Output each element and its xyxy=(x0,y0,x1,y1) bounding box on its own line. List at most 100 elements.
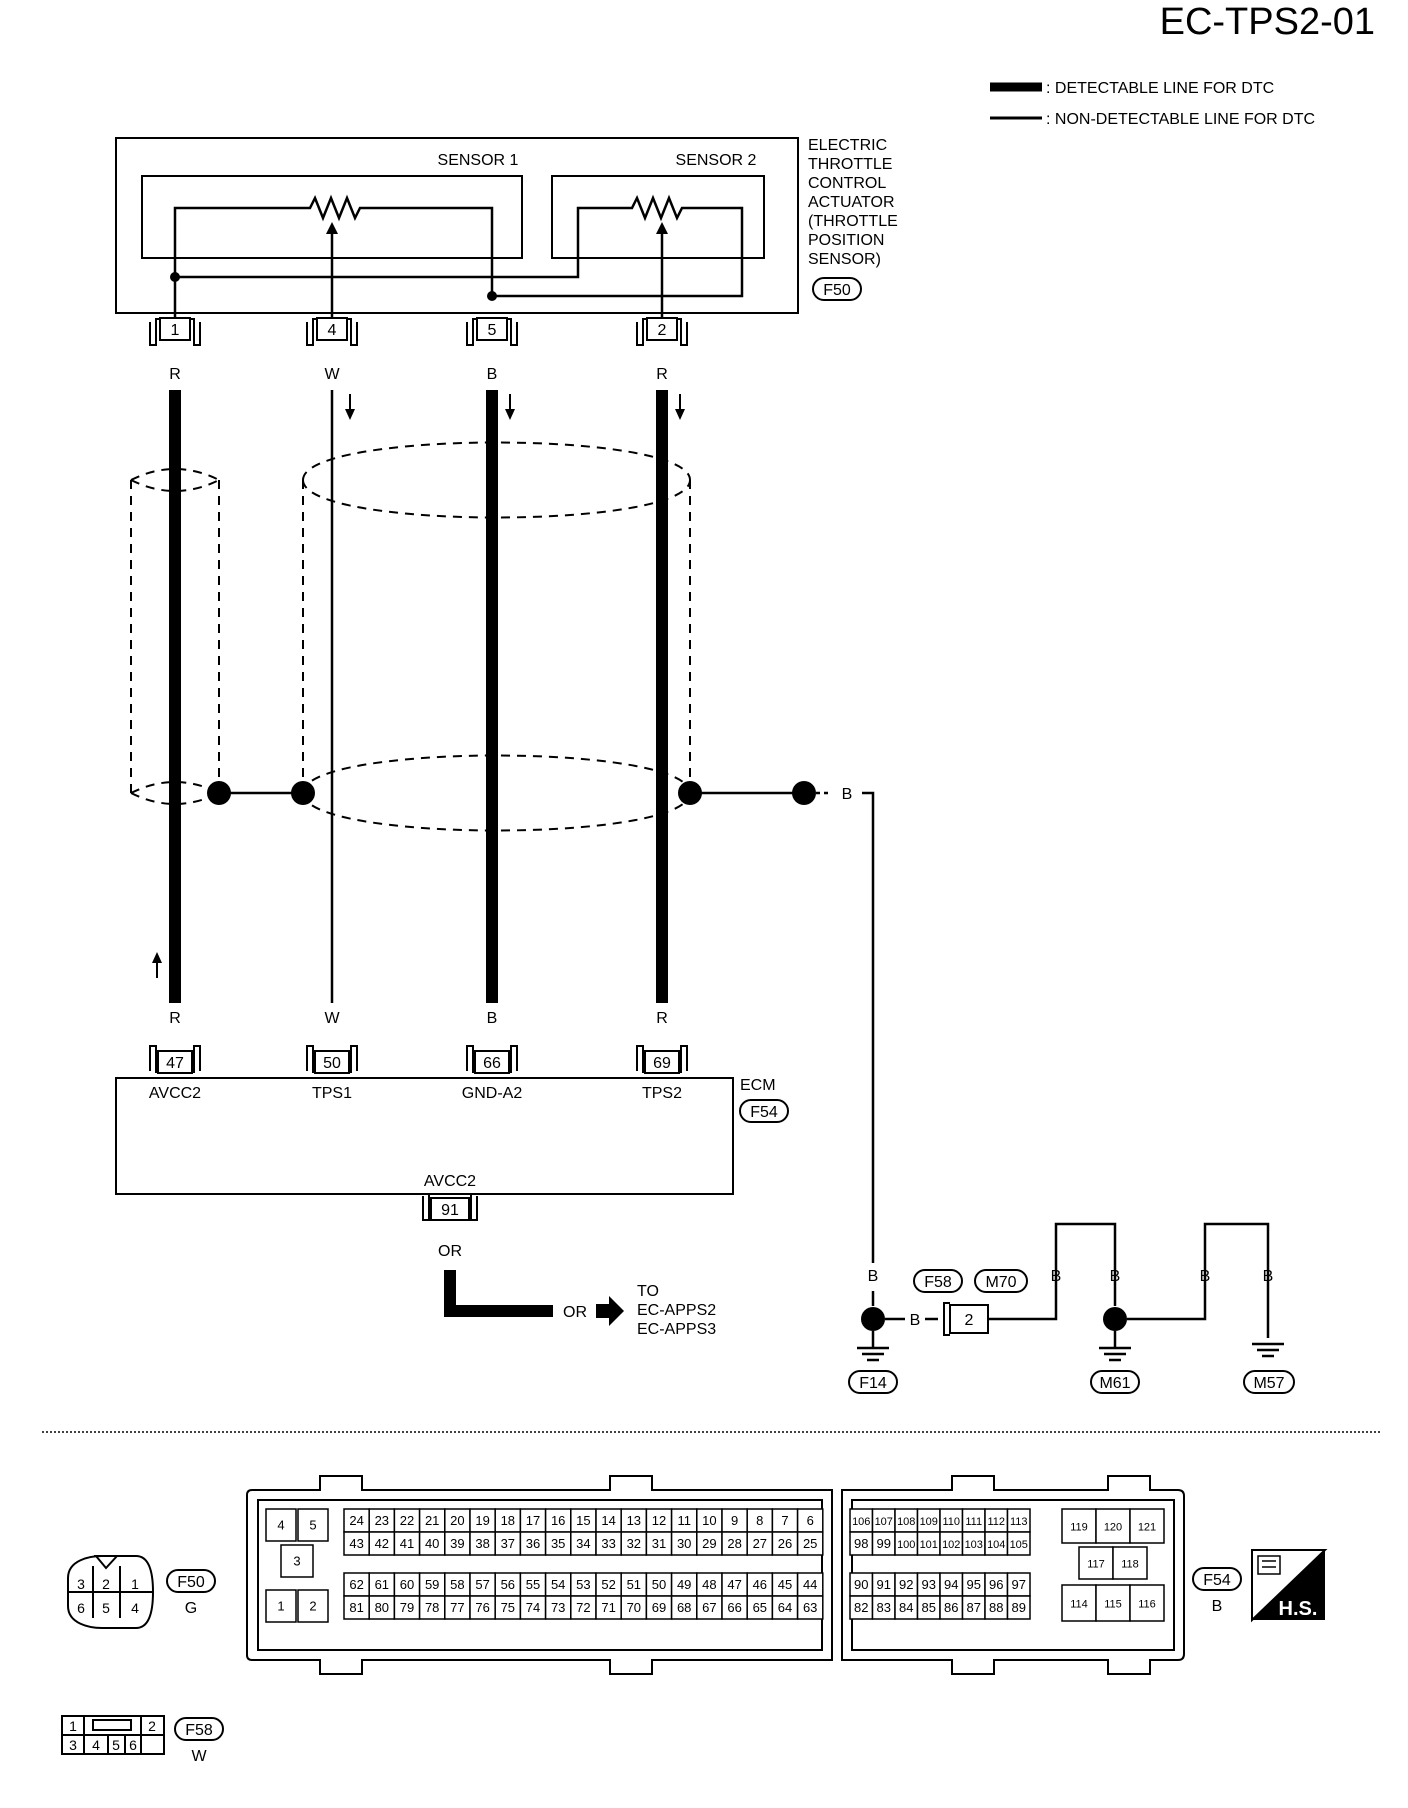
f50-badge-outline xyxy=(812,277,862,301)
splice-point xyxy=(291,781,315,805)
actuator-pin: 5 xyxy=(466,317,518,346)
wire-color-label: W xyxy=(324,1010,340,1027)
actuator-pin: 4 xyxy=(306,317,358,346)
key-icon xyxy=(93,1555,120,1570)
f54-cavity-number: 74 xyxy=(526,1600,540,1615)
throttle-actuator: SENSOR 1 SENSOR 2 ELECTRIC THROTTLE CONT… xyxy=(115,137,898,319)
actuator-name-line: ELECTRIC xyxy=(808,137,887,154)
f54-cavity-number: 57 xyxy=(475,1577,489,1592)
f54-cavity-number: 95 xyxy=(967,1577,981,1592)
actuator-pin: 2 xyxy=(636,317,688,346)
f54-cavity-number: 67 xyxy=(702,1600,716,1615)
ecm-pin-91: 91 OR OR TO EC-APPS2 EC-APPS3 xyxy=(422,1193,716,1338)
f50-face-badge: F50 xyxy=(177,1574,205,1591)
f54-cavity-number: 21 xyxy=(425,1513,439,1528)
ecm-pin-91-number: 91 xyxy=(441,1202,459,1219)
f54-cavity-number: 17 xyxy=(526,1513,540,1528)
m61-badge-outline xyxy=(1090,1370,1140,1394)
m57-wire-color-a: B xyxy=(1200,1268,1211,1285)
wire-color-label: R xyxy=(656,366,668,383)
f54-cavity-number: 5 xyxy=(309,1518,316,1533)
f54-cavity-number: 71 xyxy=(601,1600,615,1615)
f54-cavity-number: 103 xyxy=(965,1539,983,1551)
ecm-pin-number: 69 xyxy=(653,1055,671,1072)
wire-color-label: B xyxy=(487,366,498,383)
f50-face-color: G xyxy=(185,1600,197,1617)
f50-face-badge-outline xyxy=(166,1569,216,1593)
ecm-pin: 50 xyxy=(306,1045,358,1074)
f58-cavity: 2 xyxy=(148,1718,156,1734)
m70-badge-outline xyxy=(974,1269,1028,1293)
f54-cavity-number: 31 xyxy=(652,1536,666,1551)
ecm-pin: 66 xyxy=(466,1045,518,1074)
f50-connector-face: 3 2 1 6 5 4 F50 G xyxy=(67,1555,216,1629)
f58-cavity: 3 xyxy=(69,1737,77,1753)
f54-cavity-number: 56 xyxy=(501,1577,515,1592)
sensor1-wiper-arrow xyxy=(326,222,338,234)
f54-cavity xyxy=(796,1531,824,1556)
f54-cavity xyxy=(1061,1584,1097,1622)
f54-cavity-number: 113 xyxy=(1010,1516,1028,1528)
f54-cavity-number: 7 xyxy=(781,1513,788,1528)
f54-cavity-number: 94 xyxy=(944,1577,958,1592)
f54-cavity xyxy=(297,1589,329,1623)
f54-cavity-number: 34 xyxy=(576,1536,590,1551)
f14-badge-outline xyxy=(848,1370,898,1394)
f54-cavity-number: 45 xyxy=(778,1577,792,1592)
f58-wire-color: B xyxy=(910,1312,921,1329)
legend-detectable-text: : DETECTABLE LINE FOR DTC xyxy=(1046,80,1274,97)
f54-cavity xyxy=(1129,1508,1165,1544)
f54-cavity xyxy=(1129,1584,1165,1622)
f54-cavity-number: 109 xyxy=(920,1516,938,1528)
f54-cavity-number: 80 xyxy=(375,1600,389,1615)
f54-cavity-number: 28 xyxy=(727,1536,741,1551)
wire-color-label: R xyxy=(169,1010,181,1027)
splice-point xyxy=(1103,1307,1127,1331)
f54-cavity-number: 4 xyxy=(277,1518,284,1533)
f54-cavity-number: 106 xyxy=(852,1516,870,1528)
f54-cavity-number: 84 xyxy=(899,1600,913,1615)
f54-cavity-number: 73 xyxy=(551,1600,565,1615)
actuator-name-line: ACTUATOR xyxy=(808,194,895,211)
f54-cavity-number: 37 xyxy=(501,1536,515,1551)
f54-cavity xyxy=(1006,1531,1031,1556)
actuator-pin-number: 4 xyxy=(328,322,337,339)
f54-cavity-number: 77 xyxy=(450,1600,464,1615)
m57-wire-color-b: B xyxy=(1263,1268,1274,1285)
f54-cavity-number: 32 xyxy=(627,1536,641,1551)
f54-cavity-number: 64 xyxy=(778,1600,792,1615)
f54-cavity-number: 81 xyxy=(349,1600,363,1615)
f54-cavity-number: 88 xyxy=(989,1600,1003,1615)
splice-point xyxy=(792,781,816,805)
f54-cavity-number: 39 xyxy=(450,1536,464,1551)
f54-cavity-number: 90 xyxy=(854,1577,868,1592)
f54-cavity-number: 112 xyxy=(987,1516,1005,1528)
m57-badge-outline xyxy=(1243,1370,1295,1394)
f54-cavity xyxy=(1078,1546,1114,1580)
sensor2-label: SENSOR 2 xyxy=(676,152,757,169)
f54-cavity xyxy=(265,1589,297,1623)
f54-cavity-number: 118 xyxy=(1121,1559,1139,1571)
f50-cavity: 2 xyxy=(102,1576,110,1592)
to-ref-2: EC-APPS3 xyxy=(637,1321,716,1338)
f54-cavity-number: 120 xyxy=(1104,1522,1122,1534)
f14-badge: F14 xyxy=(859,1375,887,1392)
f54-cavity-number: 114 xyxy=(1070,1599,1088,1611)
actuator-pin: 1 xyxy=(149,317,201,346)
actuator-pin-number: 2 xyxy=(658,322,667,339)
f54-cavity-number: 105 xyxy=(1010,1539,1028,1551)
actuator-name: ELECTRIC THROTTLE CONTROL ACTUATOR (THRO… xyxy=(808,137,898,268)
f58-pin: 2 xyxy=(965,1312,974,1329)
f54-cavity-number: 83 xyxy=(877,1600,891,1615)
hs-badge-fill xyxy=(1252,1550,1325,1620)
wire-color-label: W xyxy=(324,366,340,383)
sensor2-wiper-arrow xyxy=(656,222,668,234)
sensor2-resistor xyxy=(175,194,744,298)
f54-cavity-number: 15 xyxy=(576,1513,590,1528)
f54-cavity-number: 101 xyxy=(920,1539,938,1551)
actuator-pins: 1 4 5 2 xyxy=(149,317,688,346)
shield-drain: B B xyxy=(207,781,878,1285)
f54-cavity xyxy=(280,1544,314,1578)
f54-cavity-number: 93 xyxy=(922,1577,936,1592)
m57-badge: M57 xyxy=(1253,1375,1284,1392)
